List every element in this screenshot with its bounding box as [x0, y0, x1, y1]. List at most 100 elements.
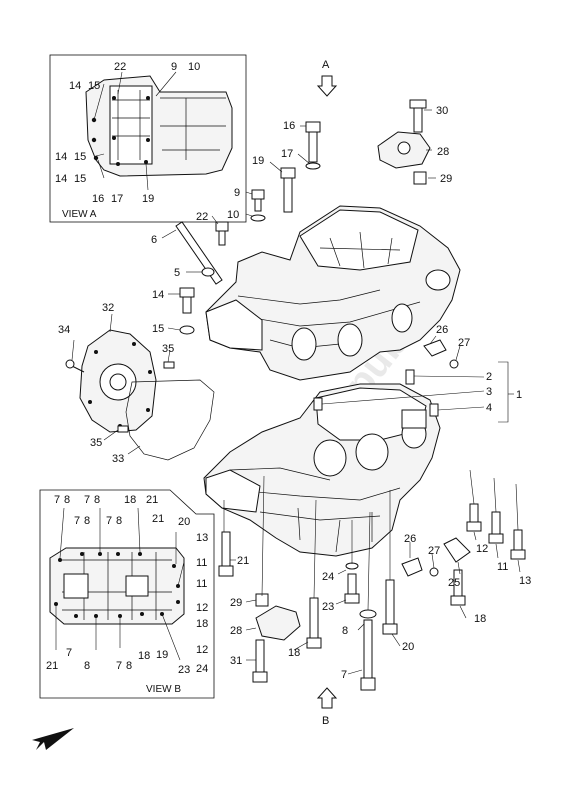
screw-27-lower — [429, 567, 439, 577]
view-a-label-14-mid: 14 — [55, 151, 67, 163]
view-a-inner-lines — [160, 97, 226, 160]
callout-19: 19 — [252, 155, 264, 167]
bolt-34 — [71, 365, 85, 373]
callout-26-upper: 26 — [436, 324, 448, 336]
view-b-label-8-f: 8 — [126, 660, 132, 672]
washer-10 — [250, 214, 266, 222]
callout-32: 32 — [102, 302, 114, 314]
view-a-inset: 22 9 10 14 15 14 15 14 15 16 17 19 VIEW … — [49, 54, 247, 223]
dowel-4 — [429, 403, 439, 417]
lower-bearing-right — [355, 433, 389, 471]
bolt-14-head — [179, 287, 195, 298]
bolt-34-head — [65, 359, 75, 369]
view-b-label-8-d: 8 — [116, 515, 122, 527]
direction-label-a: A — [322, 59, 330, 71]
upper-crankcase-top-face — [299, 209, 419, 271]
gasket-33 — [125, 379, 215, 461]
bracket-28-hole — [397, 141, 411, 155]
view-b-label-11-b: 11 — [196, 578, 207, 590]
callout-3: 3 — [486, 386, 492, 398]
callout-11: 11 — [497, 561, 508, 573]
side-cover-assembly — [65, 329, 215, 461]
callout-18-right: 18 — [474, 613, 486, 625]
view-a-frame — [49, 54, 247, 223]
callout-23: 23 — [322, 601, 334, 613]
view-b-label-24: 24 — [196, 663, 208, 675]
view-b-leaders — [55, 507, 185, 661]
callout-31: 31 — [230, 655, 242, 667]
view-a-panel — [109, 85, 153, 165]
callout-16: 16 — [283, 120, 295, 132]
callout-35-upper: 35 — [162, 343, 174, 355]
bolt-19 — [283, 177, 293, 213]
view-b-label-8-a: 8 — [64, 494, 70, 506]
bolt-11-head — [488, 533, 504, 544]
dowel-35-lower — [117, 425, 129, 433]
view-b-label-8-e: 8 — [84, 660, 90, 672]
view-b-label-20: 20 — [178, 516, 190, 528]
upper-bearing-rear — [391, 303, 413, 333]
bolt-12-head — [466, 521, 482, 532]
bolt-14 — [182, 296, 192, 314]
bolt-7 — [363, 619, 373, 679]
bolt-16 — [308, 131, 318, 163]
clip-25 — [443, 537, 471, 563]
callout-24: 24 — [322, 571, 334, 583]
view-b-left-cavity — [63, 573, 89, 599]
view-b-case-outline — [49, 547, 185, 625]
main-leader-lines — [71, 109, 521, 675]
arrow-b-icon — [316, 687, 338, 709]
bolt-11 — [491, 511, 501, 535]
washer-8 — [359, 609, 377, 619]
view-a-label-22: 22 — [114, 61, 126, 73]
bolt-31-head — [252, 671, 268, 683]
lower-bearing-left — [313, 439, 347, 477]
clip-26-upper — [423, 339, 447, 357]
view-b-label-19: 19 — [156, 649, 168, 661]
callout-17: 17 — [281, 148, 293, 160]
callout-15: 15 — [152, 323, 164, 335]
bolt-23-head — [344, 593, 360, 604]
lower-crankcase-webs — [297, 507, 373, 553]
callout-4: 4 — [486, 402, 492, 414]
direction-arrow-a: A — [316, 59, 338, 97]
view-b-label-7-b: 7 — [84, 494, 90, 506]
dowel-2 — [405, 369, 415, 385]
bolt-31 — [255, 639, 265, 673]
view-b-label-18-right: 18 — [196, 618, 208, 630]
bolt-19-head — [280, 167, 296, 179]
washer-15 — [179, 325, 195, 335]
view-b-label-13: 13 — [196, 532, 208, 544]
callout-21: 21 — [237, 555, 249, 567]
view-b-inset: 7 8 7 8 18 21 7 8 7 8 21 20 13 11 11 12 … — [39, 489, 215, 699]
callout-28: 28 — [437, 146, 449, 158]
upper-bearing-right — [337, 323, 363, 357]
callout-34: 34 — [58, 324, 70, 336]
callout-9: 9 — [234, 187, 240, 199]
view-b-label-7-d: 7 — [106, 515, 112, 527]
view-a-label-9: 9 — [171, 61, 177, 73]
callout-27-upper: 27 — [458, 337, 470, 349]
view-b-label-7-f: 7 — [116, 660, 122, 672]
bolt-18-mid-head — [306, 637, 322, 649]
view-a-label-15-top: 15 — [88, 80, 100, 92]
bolt-9-head — [251, 189, 265, 200]
view-b-label-7-a: 7 — [54, 494, 60, 506]
upper-crankcase — [205, 205, 461, 381]
view-b-label-18-top: 18 — [124, 494, 136, 506]
callout-2: 2 — [486, 371, 492, 383]
view-b-label-23: 23 — [178, 664, 190, 676]
view-b-frame — [39, 489, 215, 699]
bolt-13-head — [510, 549, 526, 560]
view-b-right-cavity — [125, 575, 149, 597]
side-cover-center — [109, 373, 127, 391]
dowel-3 — [313, 397, 323, 411]
view-a-title: VIEW A — [62, 209, 97, 220]
view-b-label-21-mid: 21 — [152, 513, 164, 525]
stud-6 — [175, 221, 223, 285]
callout-14: 14 — [152, 289, 164, 301]
bolt-22 — [218, 230, 226, 246]
bolt-20 — [385, 579, 395, 625]
bolt-30-head — [409, 99, 427, 109]
